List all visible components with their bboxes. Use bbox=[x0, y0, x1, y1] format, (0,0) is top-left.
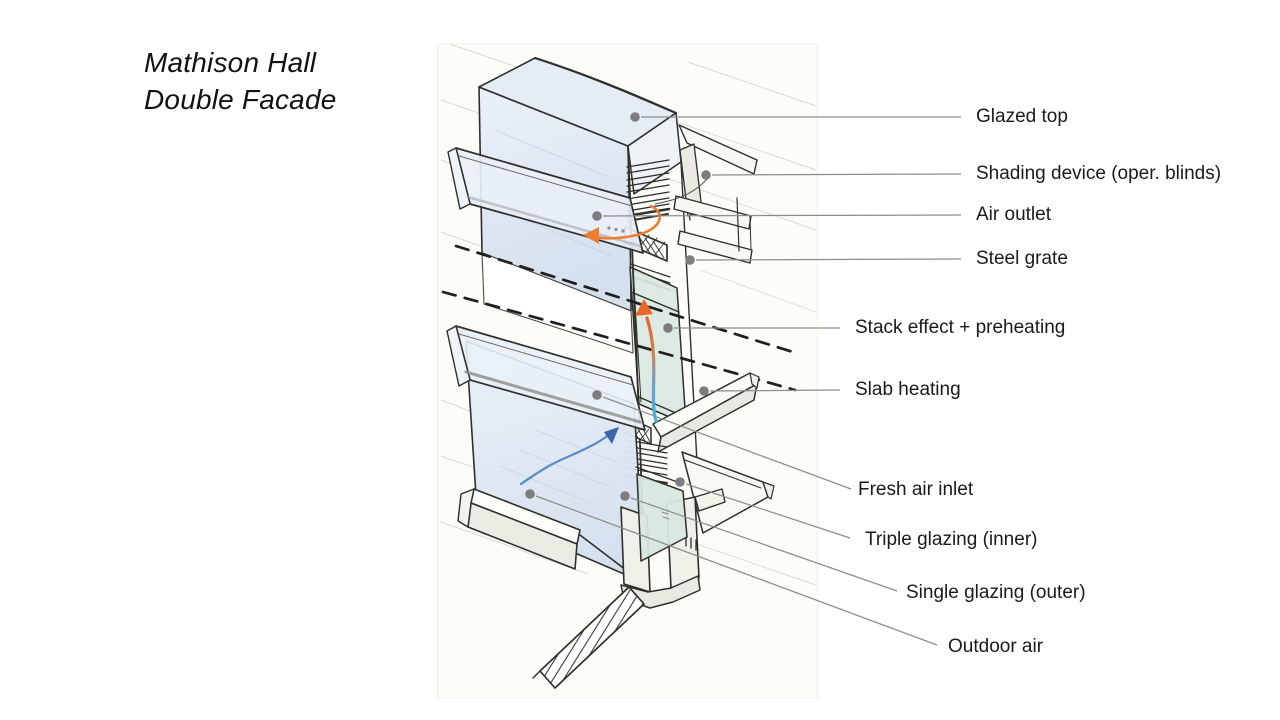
slide-title: Mathison Hall Double Facade bbox=[144, 44, 337, 118]
base-upstand bbox=[457, 488, 644, 584]
leader-slab-heating bbox=[709, 389, 841, 392]
shading-flap-upper bbox=[447, 147, 644, 254]
label-shading-device: Shading device (oper. blinds) bbox=[976, 163, 1222, 184]
label-slab-heating: Slab heating bbox=[855, 379, 961, 400]
glazed-top-box bbox=[478, 56, 691, 221]
label-outdoor-air: Outdoor air bbox=[948, 636, 1044, 657]
inner-glazing-lower bbox=[635, 466, 688, 562]
stack-effect-arrow bbox=[635, 299, 658, 423]
airflow-dots bbox=[607, 226, 625, 233]
anchor-dot-slab-heating bbox=[699, 386, 709, 396]
slide-title-line1: Mathison Hall bbox=[144, 47, 317, 78]
anchor-dots bbox=[525, 112, 711, 501]
shading-flap-lower bbox=[446, 325, 646, 431]
anchor-dot-single-glazing bbox=[620, 491, 630, 501]
label-steel-grate: Steel grate bbox=[976, 248, 1068, 269]
label-fresh-air-inlet: Fresh air inlet bbox=[858, 479, 974, 500]
leader-steel-grate bbox=[695, 258, 962, 261]
leader-air-outlet bbox=[602, 214, 962, 217]
leader-shading-device bbox=[711, 173, 962, 176]
anchor-dot-stack-effect bbox=[663, 323, 673, 333]
label-glazed-top: Glazed top bbox=[976, 106, 1068, 127]
leader-single-glazing bbox=[630, 497, 898, 592]
leader-lines bbox=[535, 116, 962, 646]
fresh-air-inlet-arrow bbox=[519, 427, 619, 486]
leader-triple-glazing bbox=[685, 483, 851, 539]
slide-title-line2: Double Facade bbox=[144, 84, 337, 115]
anchor-dot-fresh-air-inlet bbox=[592, 390, 602, 400]
label-air-outlet: Air outlet bbox=[976, 204, 1051, 225]
ground-hatch bbox=[532, 586, 645, 689]
label-triple-glazing: Triple glazing (inner) bbox=[865, 529, 1038, 550]
anchor-dot-triple-glazing bbox=[675, 477, 685, 487]
label-single-glazing: Single glazing (outer) bbox=[906, 582, 1086, 603]
wall-band-opening bbox=[481, 252, 634, 354]
anchor-dot-shading-device bbox=[701, 170, 711, 180]
warm-air-outlet-arrow bbox=[583, 204, 662, 244]
label-stack-effect: Stack effect + preheating bbox=[855, 317, 1066, 338]
leader-outdoor-air bbox=[535, 495, 938, 646]
leader-fresh-air-inlet bbox=[602, 396, 852, 490]
floor-slab-middle bbox=[652, 372, 760, 453]
anchor-dot-outdoor-air bbox=[525, 489, 535, 499]
anchor-dot-glazed-top bbox=[630, 112, 640, 122]
floor-slab-roof bbox=[673, 124, 758, 264]
anchor-dot-air-outlet bbox=[592, 211, 602, 221]
anchor-dot-steel-grate bbox=[685, 255, 695, 265]
